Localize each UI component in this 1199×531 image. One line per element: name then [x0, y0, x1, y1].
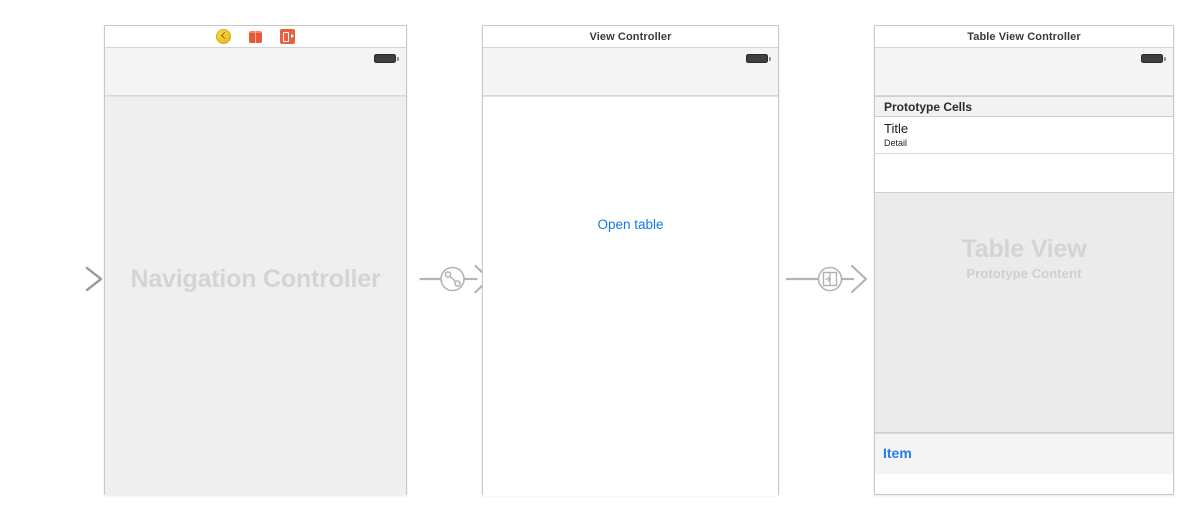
table-view-area[interactable]: Table View Prototype Content — [875, 193, 1173, 434]
status-bar — [483, 48, 778, 96]
exit-icon[interactable] — [280, 29, 295, 44]
open-table-button[interactable]: Open table — [597, 217, 664, 232]
prototype-cells-label: Prototype Cells — [884, 99, 973, 114]
cube-icon[interactable] — [248, 29, 263, 44]
scene-title-bar[interactable]: Table View Controller — [875, 26, 1173, 48]
view-controller-body[interactable]: Open table — [483, 96, 778, 496]
scene-navigation-controller[interactable]: Navigation Controller — [104, 25, 407, 496]
prototype-cell[interactable]: Title Detail — [875, 117, 1173, 155]
navigation-controller-placeholder-title: Navigation Controller — [130, 265, 381, 293]
segue-show[interactable] — [779, 262, 879, 296]
cell-detail-label: Detail — [884, 137, 908, 148]
status-bar — [875, 48, 1173, 96]
cell-title-label: Title — [884, 121, 909, 136]
battery-icon — [746, 54, 771, 63]
table-view-placeholder-subtitle: Prototype Content — [966, 266, 1082, 282]
battery-icon — [374, 54, 399, 63]
scene-icon-bar — [105, 26, 406, 48]
nav-back-icon[interactable] — [216, 29, 231, 44]
navigation-controller-body[interactable]: Navigation Controller — [105, 96, 406, 496]
prototype-cells-header: Prototype Cells — [875, 96, 1173, 117]
scene-title-bar[interactable]: View Controller — [483, 26, 778, 48]
table-view-placeholder-title: Table View — [961, 235, 1087, 264]
scene-title-label: Table View Controller — [967, 30, 1081, 43]
toolbar-bar-button-item[interactable]: Item — [883, 445, 912, 462]
scene-view-controller[interactable]: View Controller Open table — [482, 25, 779, 496]
battery-icon — [1141, 54, 1166, 63]
empty-prototype-cell[interactable] — [875, 154, 1173, 194]
entry-point-arrow[interactable] — [14, 262, 106, 296]
scene-title-label: View Controller — [589, 30, 672, 43]
scene-table-view-controller[interactable]: Table View Controller Prototype Cells Ti… — [874, 25, 1174, 495]
status-bar — [105, 48, 406, 96]
bottom-toolbar[interactable]: Item — [875, 433, 1173, 475]
